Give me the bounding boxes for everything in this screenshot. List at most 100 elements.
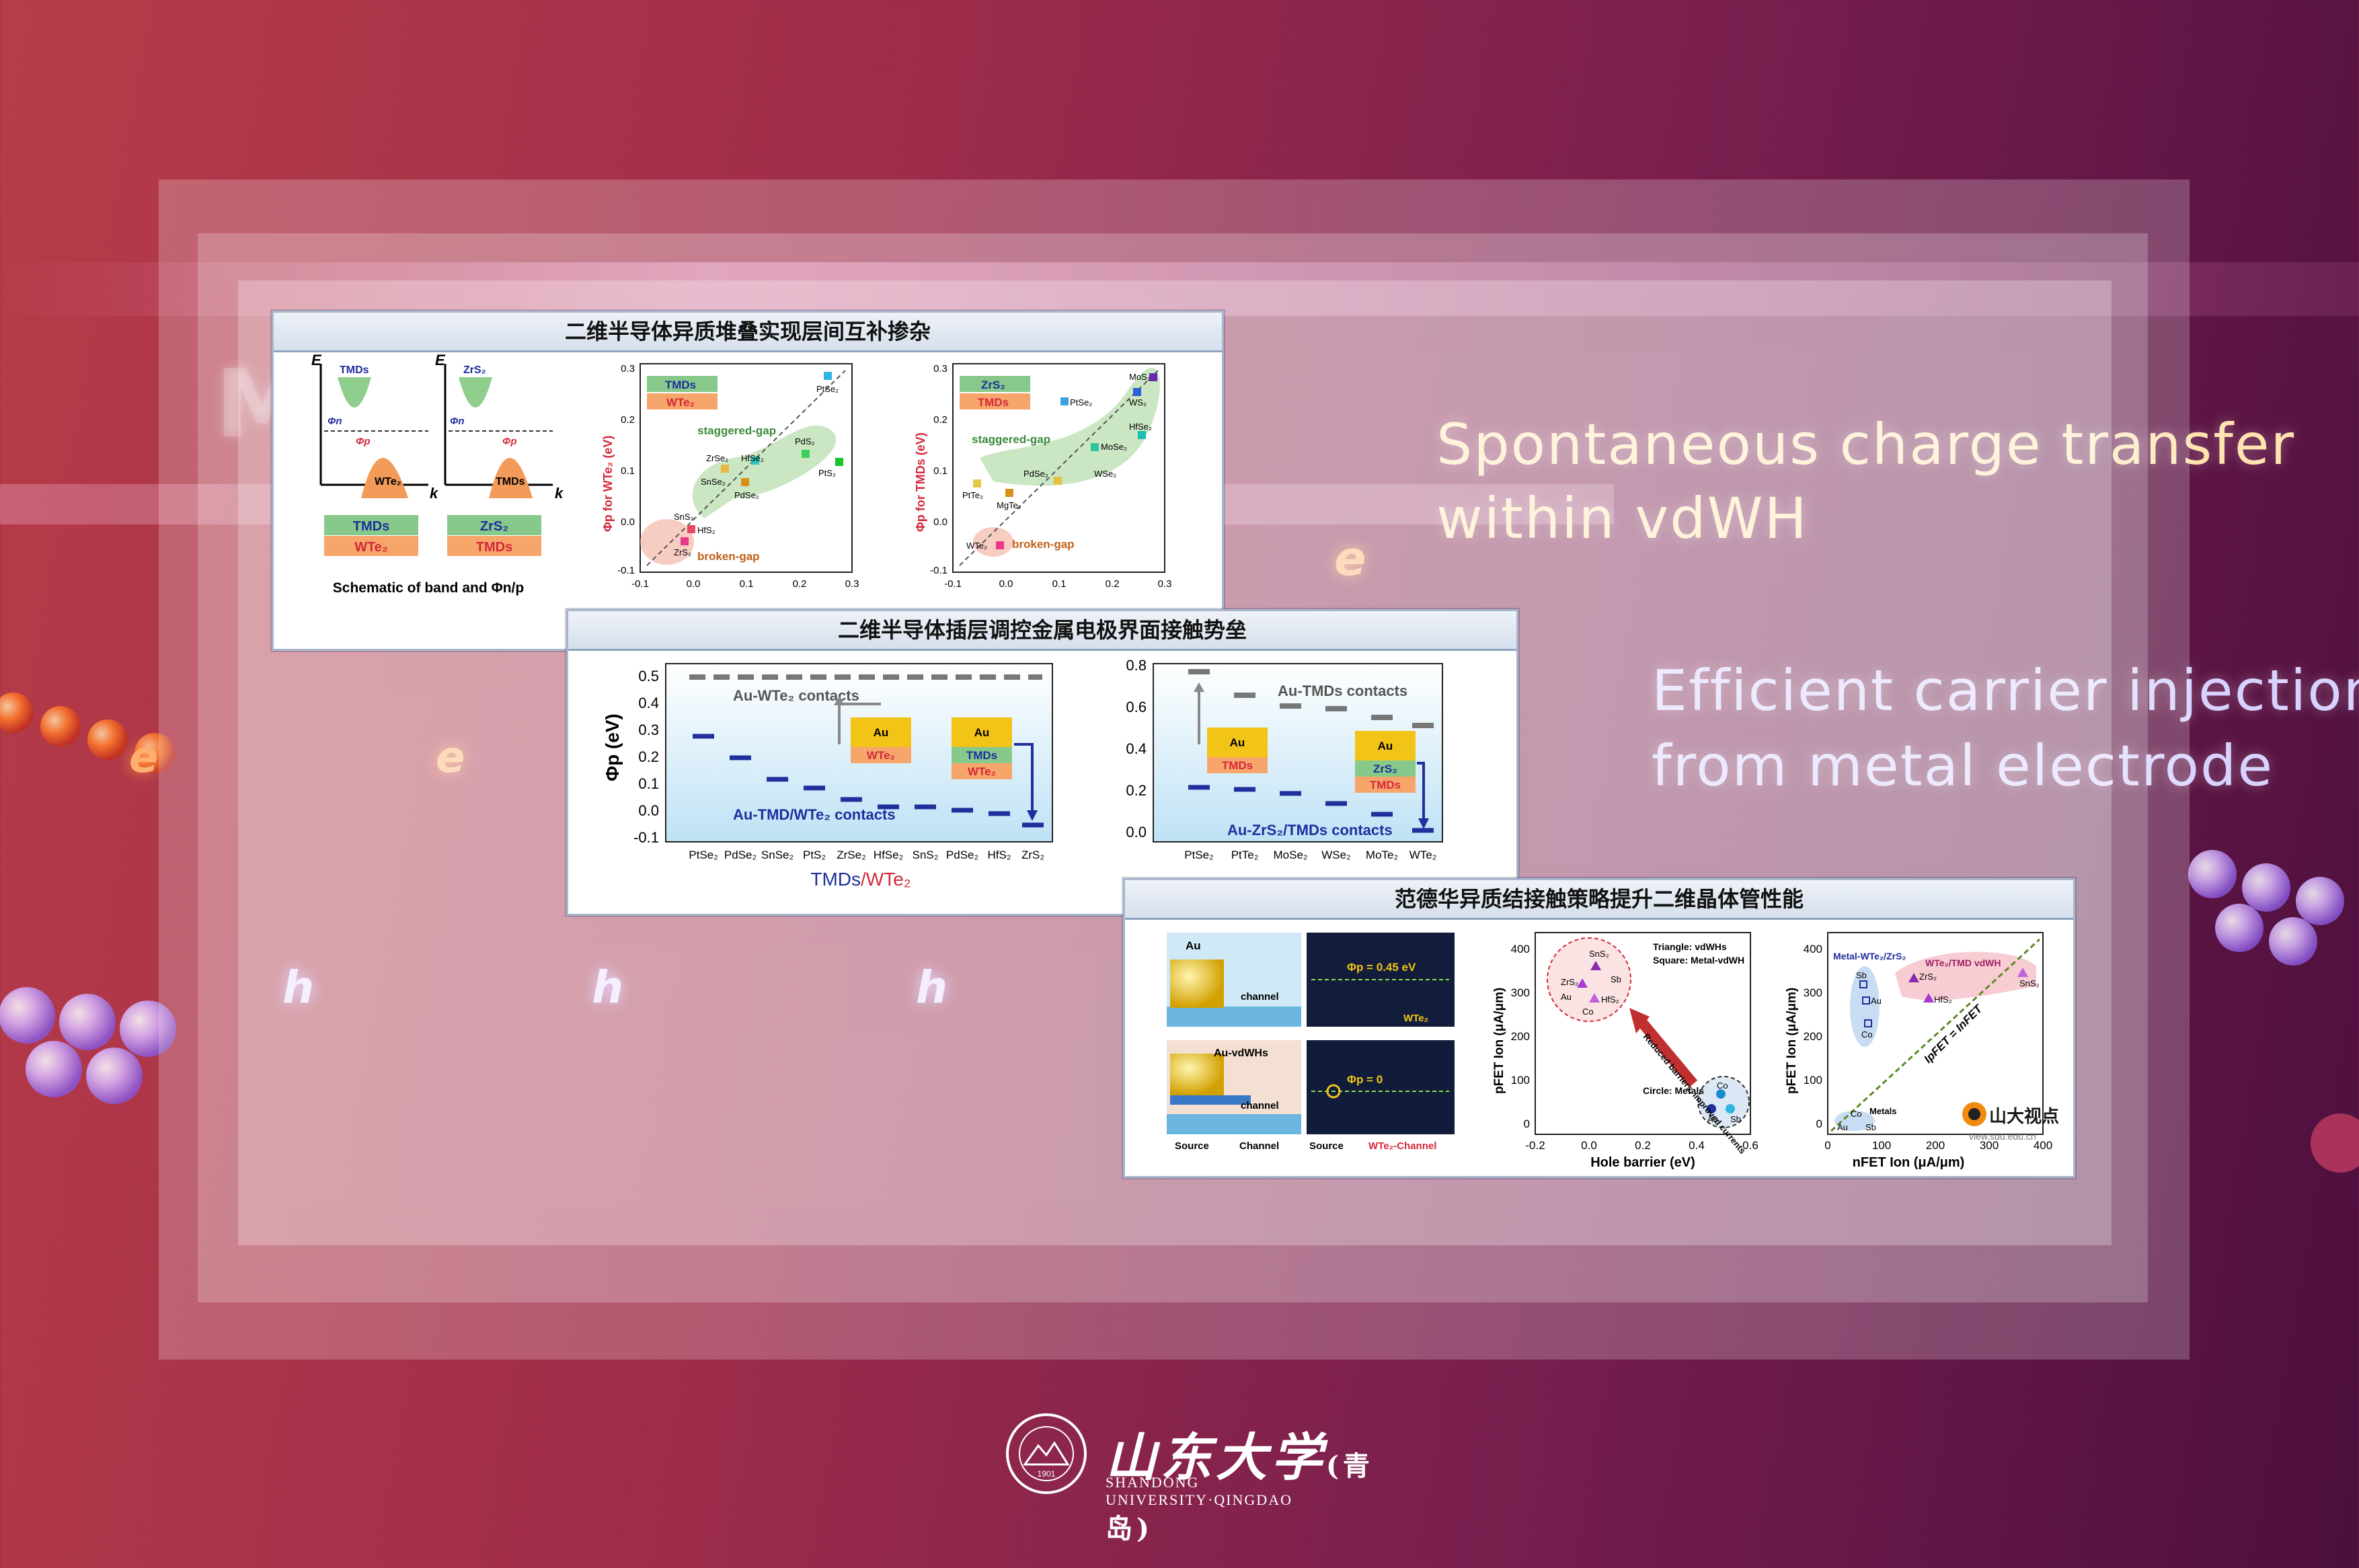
legend-vdwh: WTe₂/TMD vdWH [1925, 957, 2001, 968]
region-label: broken-gap [1012, 538, 1075, 551]
watermark-url: view.sdu.edu.cn [1969, 1131, 2036, 1142]
band-label: ZrS₂ [463, 364, 486, 376]
point-label: Sb [1730, 1114, 1741, 1124]
region-label: broken-gap [697, 550, 760, 563]
point-label: SnS₂ [1589, 949, 1609, 959]
region-label: staggered-gap [972, 433, 1050, 446]
y-tick: 0.2 [1126, 782, 1147, 799]
device-structure-figure: Au channel Φp = 0.45 eV WTe₂ Au-vdWHs ch… [1167, 933, 1455, 1152]
background-headline-1: Spontaneous charge transfer [1436, 411, 2296, 477]
series-label-top: Au-TMDs contacts [1278, 682, 1407, 699]
legend-square: Square: Metal-vdWH [1653, 955, 1744, 966]
x-tick: 0.4 [1689, 1139, 1705, 1152]
y-tick: 0.2 [638, 748, 659, 765]
y-tick: 400 [1804, 943, 1822, 955]
x-tick: PdSe₂ [946, 849, 978, 861]
x-tick: PtTe₂ [1231, 849, 1259, 861]
legend-metal: Metal-WTe₂/ZrS₂ [1833, 951, 1906, 962]
axis-e-label: E [311, 352, 322, 368]
x-tick: 0.3 [845, 578, 859, 590]
y-tick: -0.1 [617, 565, 635, 576]
stack-layer: WTe₂ [867, 749, 895, 762]
legend-circle: Circle: Metals [1643, 1085, 1704, 1096]
y-axis-label: pFET Ion (μA/μm) [1785, 988, 1799, 1094]
y-tick: 0.3 [933, 363, 948, 375]
x-axis-label-tmds: TMDs [810, 869, 861, 890]
y-tick: 0.6 [1126, 699, 1147, 715]
point-label: SnS₂ [674, 512, 694, 522]
campus-name: (青岛) [1106, 1450, 1374, 1544]
y-tick: 300 [1511, 986, 1530, 999]
point-label: PdSe₂ [1023, 469, 1048, 479]
footer-label: Channel [1239, 1140, 1279, 1152]
point-label: Co [1851, 1109, 1862, 1119]
y-tick: 0.2 [621, 414, 635, 426]
university-logo: 1901 山东大学(青岛) SHANDONG UNIVERSITY·QINGDA… [1005, 1412, 1381, 1544]
watermark-text: 山大视点 [1989, 1106, 2059, 1126]
band-schematic-right: E k ZrS₂ TMDs Φn Φp [435, 352, 564, 502]
phi-n-label: Φn [450, 416, 465, 427]
x-tick: 0.0 [999, 578, 1013, 590]
point-label: WTe₂ [966, 541, 987, 551]
y-tick: 100 [1804, 1074, 1822, 1087]
band-schematic-left: E k TMDs WTe₂ Φn Φp [311, 352, 439, 502]
x-tick: HfS₂ [988, 849, 1011, 861]
hole-symbol: h [592, 962, 623, 1013]
point-label: ZrS₂ [674, 547, 691, 557]
x-tick: PtSe₂ [689, 849, 718, 861]
footer-label: WTe₂-Channel [1368, 1140, 1436, 1152]
stack-layer: Au [874, 726, 889, 739]
y-tick: 0.3 [638, 721, 659, 738]
university-name-cn: 山东大学(青岛) [1106, 1416, 1381, 1550]
panel-interlayer-doping: 二维半导体异质堆叠实现层间互补掺杂 E k TMDs WTe₂ Φn Φp E … [272, 311, 1224, 651]
point-label: WSe₂ [1094, 469, 1116, 479]
x-tick: WSe₂ [1321, 849, 1350, 861]
y-tick: 0.2 [933, 414, 948, 426]
stack-layer: WTe₂ [968, 765, 996, 778]
point-label: Sb [1856, 970, 1867, 980]
x-tick: PtSe₂ [1184, 849, 1213, 861]
background-headline-3: Efficient carrier injection [1652, 658, 2359, 723]
y-axis-label: pFET Ion (μA/μm) [1492, 988, 1506, 1094]
y-tick: 0.4 [1126, 740, 1147, 757]
point-label: Co [1582, 1007, 1594, 1017]
axis-k-label: k [430, 485, 439, 502]
legend-tmds: TMDs [978, 396, 1009, 409]
background-headline-2: within vdWH [1436, 485, 1808, 551]
y-tick: 0.1 [638, 775, 659, 792]
x-tick: -0.1 [944, 578, 962, 590]
material-label: WTe₂ [1403, 1013, 1428, 1024]
watermark: 山大视点 view.sdu.edu.cn [1962, 1102, 2059, 1142]
y-tick: 0 [1524, 1118, 1530, 1130]
point-label: Au [1561, 992, 1572, 1002]
legend-wte2: WTe₂ [354, 540, 388, 555]
structure-label: Au [1186, 939, 1201, 952]
electron-symbol: e [436, 733, 465, 783]
panel-figure: Au channel Φp = 0.45 eV WTe₂ Au-vdWHs ch… [1167, 932, 2059, 1170]
point-label: HfSe₂ [1129, 422, 1152, 432]
legend-tmds: TMDs [476, 540, 512, 555]
ion-vs-barrier-plot: SnS₂ ZrS₂ HfS₂ Au Sb Co Au Sb Co Reduced… [1492, 932, 1758, 1170]
structure-label: Au-vdWHs [1214, 1048, 1268, 1059]
legend-wte2: WTe₂ [666, 396, 695, 409]
series-label-bottom: Au-TMD/WTe₂ contacts [733, 806, 896, 823]
x-tick: 0 [1824, 1139, 1830, 1152]
hole-symbol: h [282, 962, 314, 1013]
point-label: MoSe₂ [1101, 442, 1127, 452]
phi-p-label: Φp [502, 436, 517, 447]
point-label: WS₂ [1129, 397, 1147, 407]
phi-n-label: Φn [327, 416, 342, 427]
band-label: WTe₂ [375, 476, 401, 487]
x-tick: 100 [1872, 1139, 1891, 1152]
stack-layer: Au [1378, 740, 1393, 752]
point-label: PtSe₂ [816, 384, 839, 394]
stack-layer: TMDs [1222, 759, 1253, 772]
x-tick: ZrSe₂ [837, 849, 865, 861]
stack-layer: TMDs [966, 749, 997, 762]
x-tick: SnS₂ [913, 849, 939, 861]
axis-e-label: E [435, 352, 446, 368]
x-tick: 0.2 [793, 578, 807, 590]
barrier-label: Φp = 0 [1347, 1073, 1383, 1086]
point-label: Au [1707, 1114, 1718, 1124]
x-tick: WTe₂ [1409, 849, 1437, 861]
